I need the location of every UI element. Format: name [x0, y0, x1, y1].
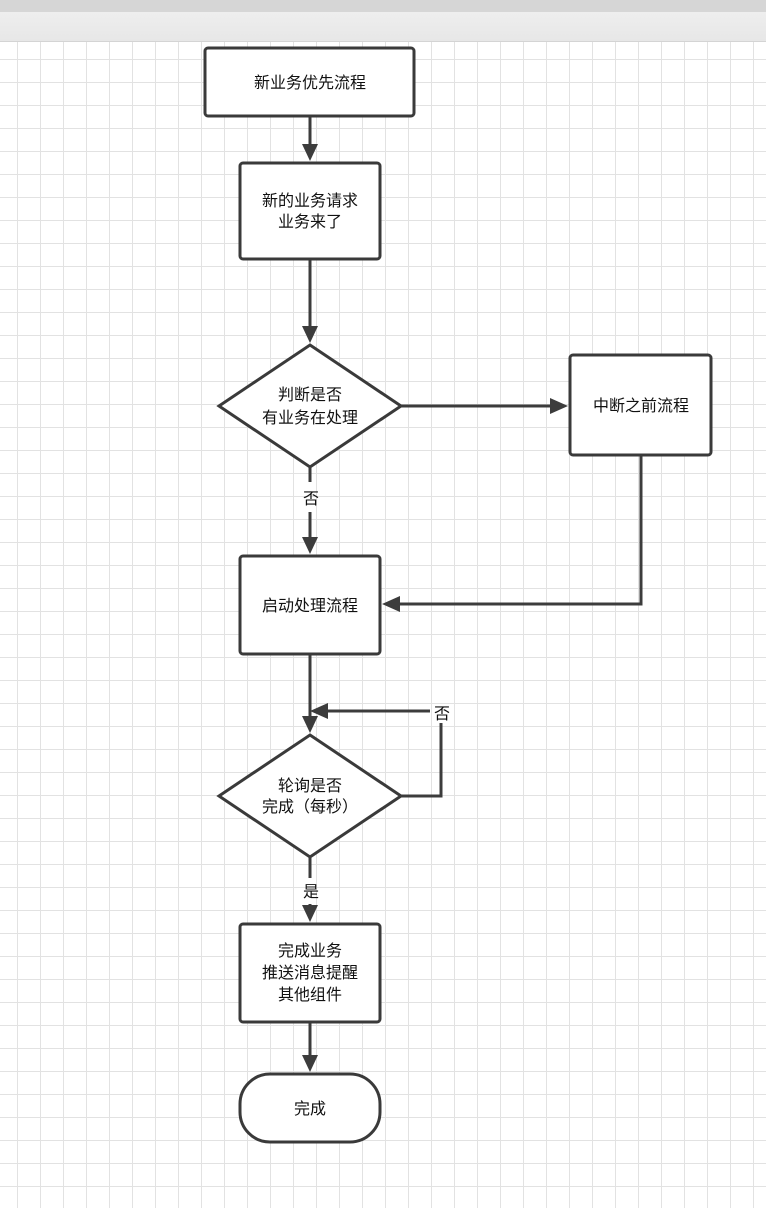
node-start[interactable]: 新业务优先流程 [203, 46, 416, 118]
window-top-bar [0, 0, 766, 42]
edge-request-to-check [302, 260, 318, 343]
node-check-busy-line-2: 有业务在处理 [262, 408, 358, 427]
edge-check-no-to-start-process [302, 467, 318, 554]
node-poll-line-1: 轮询是否 [278, 776, 342, 795]
edge-interrupt-to-start-process [382, 456, 643, 612]
node-poll[interactable]: 轮询是否 完成（每秒） [216, 733, 404, 859]
node-start-line-1: 新业务优先流程 [254, 73, 366, 92]
node-check-busy-line-1: 判断是否 [278, 385, 342, 404]
node-complete-task-line-3: 其他组件 [278, 985, 342, 1004]
node-complete-task-line-1: 完成业务 [278, 941, 342, 960]
node-request[interactable]: 新的业务请求 业务来了 [238, 161, 382, 261]
edge-check-to-interrupt [401, 398, 568, 414]
window-top-strip [0, 0, 766, 12]
node-end-line-1: 完成 [294, 1099, 326, 1118]
node-start-process[interactable]: 启动处理流程 [238, 554, 382, 656]
edge-complete-to-end [302, 1023, 318, 1072]
node-check-busy[interactable]: 判断是否 有业务在处理 [216, 343, 404, 469]
node-poll-line-2: 完成（每秒） [262, 797, 358, 816]
edge-label-busy-no: 否 [303, 489, 319, 508]
node-request-line-1: 新的业务请求 [262, 191, 358, 210]
node-complete-task-line-2: 推送消息提醒 [262, 963, 358, 982]
edge-poll-no-loop [310, 703, 443, 798]
node-start-process-line-1: 启动处理流程 [262, 596, 358, 615]
node-complete-task[interactable]: 完成业务 推送消息提醒 其他组件 [238, 922, 382, 1024]
edge-start-process-to-poll [302, 655, 318, 733]
grid-canvas [0, 42, 766, 1208]
node-interrupt[interactable]: 中断之前流程 [568, 353, 713, 457]
edge-label-poll-yes: 是 [303, 882, 319, 901]
edge-label-poll-no: 否 [434, 704, 450, 723]
edge-poll-yes-to-complete [302, 857, 318, 922]
node-end[interactable]: 完成 [238, 1072, 382, 1144]
node-request-line-2: 业务来了 [278, 212, 342, 231]
edge-start-to-request [302, 117, 318, 161]
node-interrupt-line-1: 中断之前流程 [593, 396, 689, 415]
